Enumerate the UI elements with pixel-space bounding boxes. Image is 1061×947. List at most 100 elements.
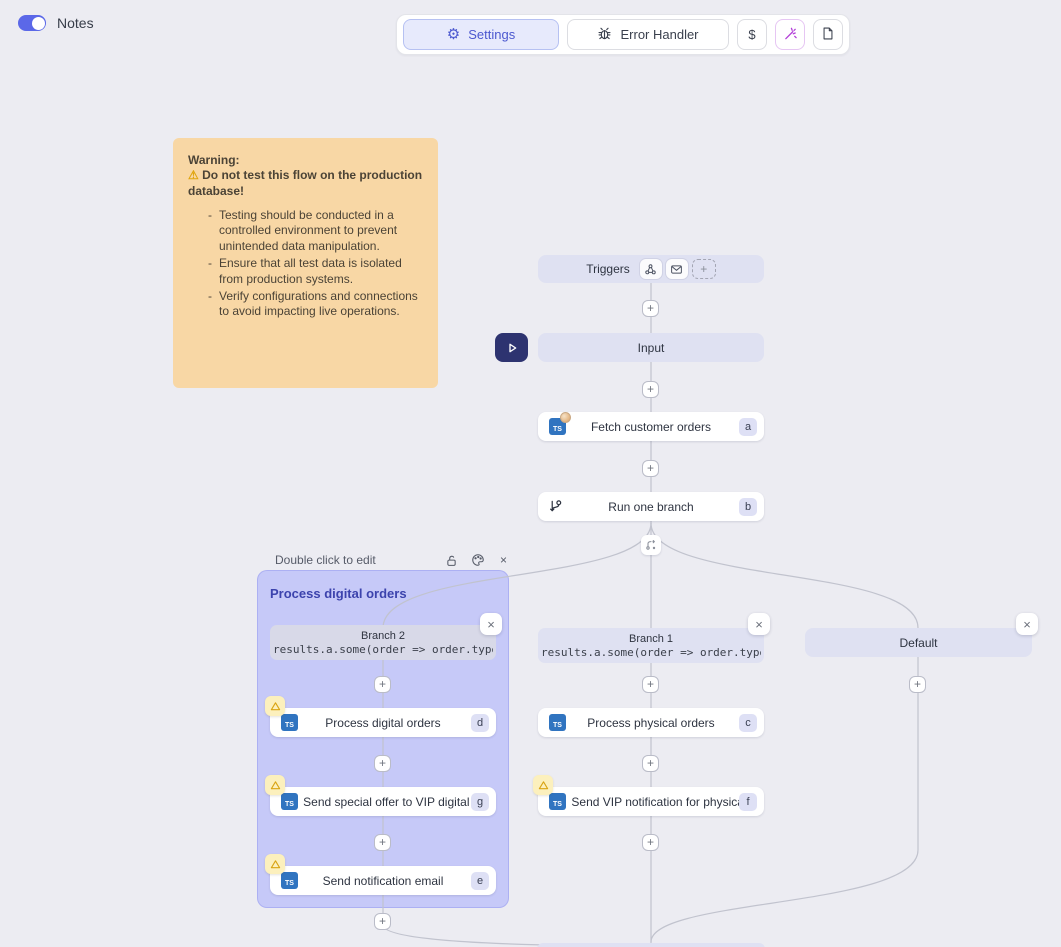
branch2-node[interactable]: Branch 2 results.a.some(order => order.t… [270,625,496,660]
notes-toggle-group: Notes [18,15,94,31]
node-send-vip-notification[interactable]: TS Send VIP notification for physical...… [538,787,764,816]
add-node-button[interactable]: + [374,755,391,772]
node-warning-badge[interactable] [533,775,553,795]
add-node-button[interactable]: + [909,676,926,693]
email-trigger-icon[interactable] [666,259,688,279]
document-button[interactable] [813,19,843,50]
add-node-button[interactable]: + [642,381,659,398]
typescript-icon: TS [281,872,298,889]
node-key-badge: c [739,714,757,732]
node-process-digital-orders[interactable]: TS Process digital orders d [270,708,496,737]
node-warning-badge[interactable] [265,696,285,716]
error-handler-label: Error Handler [620,27,698,42]
add-node-button[interactable]: + [642,300,659,317]
node-send-notification-email[interactable]: TS Send notification email e [270,866,496,895]
play-icon [504,340,520,356]
add-node-button[interactable]: + [642,755,659,772]
node-run-one-branch[interactable]: Run one branch b [538,492,764,521]
typescript-icon: TS [549,793,566,810]
node-warning-badge[interactable] [265,854,285,874]
node-key-badge: g [471,793,489,811]
notes-label: Notes [57,15,94,31]
warning-emoji-icon: ⚠ [188,168,199,182]
default-branch-node[interactable]: Default [805,628,1032,657]
billing-button[interactable]: $ [737,19,767,50]
error-handler-button[interactable]: Error Handler [567,19,729,50]
ts-emoji-wrap [549,418,566,435]
node-label: Send special offer to VIP digital c... [270,795,496,809]
node-key-badge: d [471,714,489,732]
branch-split-icon[interactable] [641,535,661,555]
node-label: Send notification email [270,874,496,888]
note-bullet: -Testing should be conducted in a contro… [208,208,423,254]
node-warning-badge[interactable] [265,775,285,795]
settings-button[interactable]: ⚙ Settings [403,19,559,50]
magic-wand-icon [783,26,798,44]
branch-condition-code: results.a.some(order => order.type [541,646,761,659]
node-key-badge: f [739,793,757,811]
warning-triangle-icon [538,780,549,791]
group-toolbar: Double click to edit × [275,552,511,568]
remove-default-branch-button[interactable]: × [1016,613,1038,635]
triggers-node[interactable]: Triggers + [538,255,764,283]
note-bullet: -Verify configurations and connections t… [208,289,423,320]
warning-triangle-icon [270,859,281,870]
node-send-special-offer[interactable]: TS Send special offer to VIP digital c..… [270,787,496,816]
add-node-button[interactable]: + [642,834,659,851]
add-node-button[interactable]: + [374,913,391,930]
document-icon [821,26,835,44]
triggers-label: Triggers [586,262,630,276]
warning-triangle-icon [270,780,281,791]
note-title: Warning: [188,153,423,168]
group-process-digital-orders[interactable] [257,570,509,908]
notes-toggle[interactable] [18,15,46,31]
remove-branch1-button[interactable]: × [748,613,770,635]
ai-assistant-button[interactable] [775,19,805,50]
node-process-physical-orders[interactable]: TS Process physical orders c [538,708,764,737]
bug-icon [597,26,612,44]
warning-triangle-icon [270,701,281,712]
typescript-icon: TS [549,714,566,731]
branch1-node[interactable]: Branch 1 results.a.some(order => order.t… [538,628,764,663]
add-node-button[interactable]: + [374,834,391,851]
webhook-trigger-icon[interactable] [640,259,662,279]
node-label: Process digital orders [270,716,496,730]
input-node[interactable]: Input [538,333,764,362]
settings-label: Settings [468,27,515,42]
node-label: Send VIP notification for physical... [538,795,764,809]
monkey-emoji-badge [560,412,571,423]
unlock-icon[interactable] [444,553,459,568]
add-trigger-button[interactable]: + [692,259,716,279]
node-key-badge: e [471,872,489,890]
note-bullet: -Ensure that all test data is isolated f… [208,256,423,287]
node-label: Fetch customer orders [538,420,764,434]
add-node-button[interactable]: + [642,460,659,477]
branch-title: Branch 2 [361,629,405,643]
input-label: Input [538,341,764,355]
typescript-icon: TS [281,793,298,810]
run-flow-button[interactable] [495,333,528,362]
merge-node[interactable] [537,943,765,947]
node-key-badge: a [739,418,757,436]
group-edit-hint: Double click to edit [275,553,376,567]
dollar-icon: $ [748,27,755,42]
gear-icon: ⚙ [447,27,460,42]
sticky-note[interactable]: Warning: ⚠ Do not test this flow on the … [173,138,438,388]
note-warning-line: ⚠ Do not test this flow on the productio… [188,168,423,199]
node-fetch-customer-orders[interactable]: TS Fetch customer orders a [538,412,764,441]
group-close-icon[interactable]: × [496,553,511,568]
palette-icon[interactable] [470,553,485,568]
node-key-badge: b [739,498,757,516]
toggle-knob [32,17,45,30]
branch-title: Branch 1 [629,632,673,646]
add-node-button[interactable]: + [642,676,659,693]
branch-title: Default [805,636,1032,650]
remove-branch2-button[interactable]: × [480,613,502,635]
typescript-icon: TS [281,714,298,731]
branch-icon [548,499,563,517]
node-label: Run one branch [538,500,764,514]
add-node-button[interactable]: + [374,676,391,693]
top-toolbar: ⚙ Settings Error Handler $ [396,14,850,55]
